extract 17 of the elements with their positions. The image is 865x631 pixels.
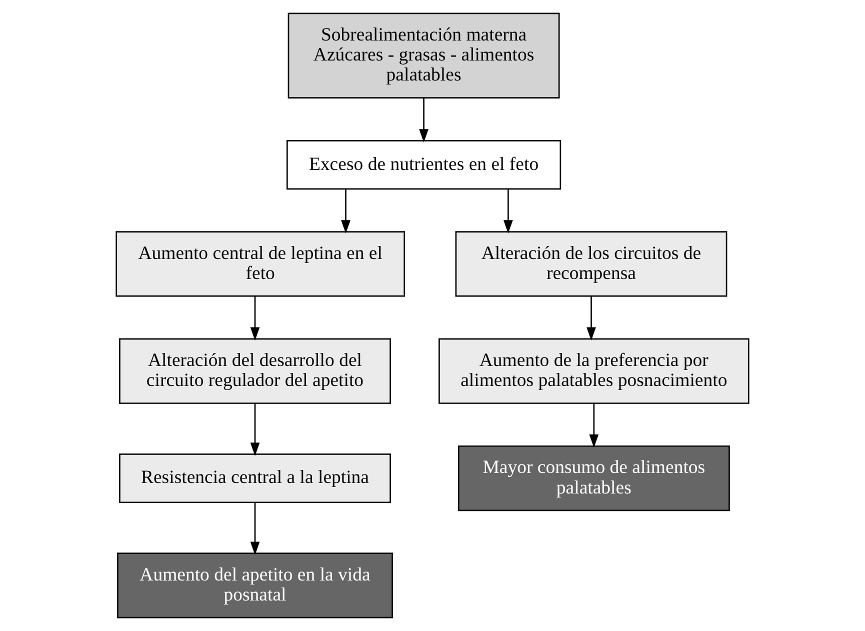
node-box: Resistencia central a la leptina [119,453,391,504]
node-box: Mayor consumo de alimentos palatables [458,445,730,512]
node-box: Exceso de nutrientes en el feto [286,140,562,190]
arrow [250,502,260,556]
arrow [586,296,596,341]
node-box: Alteración del desarrollo del circuito regulador del apetito [119,338,391,404]
arrow [589,403,599,448]
node-box: Sobrealimentación materna Azúcares - grasas - alimentos palatables [288,12,560,98]
node-box: Alteración de los circuitos de recompensa [455,231,728,297]
arrow [504,189,513,234]
node-box: Aumento de la preferencia por alimentos palatables posnacimiento [438,338,750,404]
arrow [250,403,260,456]
arrow [341,189,350,234]
arrow [250,296,260,341]
node-box: Aumento del apetito en la vida posnatal [117,552,393,618]
arrow [419,98,428,143]
node-box: Aumento central de leptina en el feto [116,231,406,297]
